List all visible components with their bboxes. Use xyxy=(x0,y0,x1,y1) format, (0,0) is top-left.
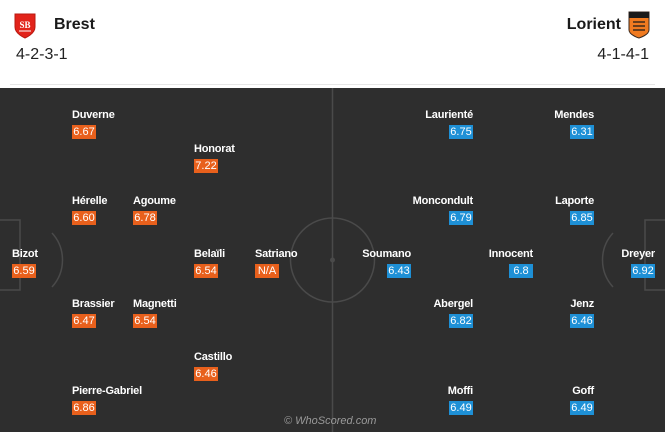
player-rating: 6.86 xyxy=(72,401,96,415)
away-player-dreyer[interactable]: Dreyer 6.92 xyxy=(565,248,655,288)
player-rating: 6.46 xyxy=(194,367,218,381)
away-player-jenz[interactable]: Jenz 6.46 xyxy=(504,298,594,338)
player-name: Goff xyxy=(572,385,594,397)
home-player-belaili[interactable]: Belaïli 6.54 xyxy=(194,248,284,288)
pitch: Duverne 6.67 Honorat 7.22 Hérelle 6.60 A… xyxy=(0,88,665,432)
home-player-pierre-gabriel[interactable]: Pierre-Gabriel 6.86 xyxy=(72,385,162,425)
home-player-castillo[interactable]: Castillo 6.46 xyxy=(194,351,284,391)
player-name: Castillo xyxy=(194,351,233,363)
match-header: SB Brest 4-2-3-1 Lorient 4-1-4-1 xyxy=(0,0,665,88)
player-rating: 6.49 xyxy=(570,401,594,415)
home-player-magnetti[interactable]: Magnetti 6.54 xyxy=(133,298,223,338)
player-rating: 6.82 xyxy=(449,314,473,328)
player-name: Hérelle xyxy=(72,195,108,207)
player-name: Duverne xyxy=(72,109,115,121)
home-player-agoume[interactable]: Agoume 6.78 xyxy=(133,195,223,235)
player-rating: 6.49 xyxy=(449,401,473,415)
player-name: Mendes xyxy=(554,109,594,121)
whoscored-watermark: © WhoScored.com xyxy=(284,415,377,427)
player-name: Moffi xyxy=(447,385,473,397)
player-rating: 6.85 xyxy=(570,211,594,225)
player-name: Belaïli xyxy=(194,248,226,260)
player-name: Pierre-Gabriel xyxy=(72,385,142,397)
player-name: Soumano xyxy=(362,248,411,260)
away-player-innocent[interactable]: Innocent 6.8 xyxy=(443,248,533,288)
home-player-honorat[interactable]: Honorat 7.22 xyxy=(194,143,284,183)
away-player-laporte[interactable]: Laporte 6.85 xyxy=(504,195,594,235)
home-player-herelle[interactable]: Hérelle 6.60 xyxy=(72,195,162,235)
brest-crest-icon: SB xyxy=(13,12,37,45)
player-rating: 6.46 xyxy=(570,314,594,328)
player-rating: 6.67 xyxy=(72,125,96,139)
away-player-moncondult[interactable]: Moncondult 6.79 xyxy=(383,195,473,235)
player-name: Honorat xyxy=(194,143,235,155)
player-rating: 6.43 xyxy=(387,264,411,278)
home-player-satriano[interactable]: Satriano N/A xyxy=(255,248,345,288)
player-rating: 6.8 xyxy=(509,264,533,278)
away-player-moffi[interactable]: Moffi 6.49 xyxy=(383,385,473,425)
player-rating: 6.75 xyxy=(449,125,473,139)
away-formation: 4-1-4-1 xyxy=(597,46,649,63)
player-name: Agoume xyxy=(133,195,176,207)
player-rating: 6.60 xyxy=(72,211,96,225)
home-team-name[interactable]: Brest xyxy=(54,16,95,33)
away-player-lauriente[interactable]: Laurienté 6.75 xyxy=(383,109,473,149)
player-rating: 6.54 xyxy=(133,314,157,328)
player-rating: 6.59 xyxy=(12,264,36,278)
player-name: Dreyer xyxy=(621,248,655,260)
header-divider xyxy=(10,84,655,85)
player-rating: 6.78 xyxy=(133,211,157,225)
away-team-name[interactable]: Lorient xyxy=(566,16,621,33)
player-name: Magnetti xyxy=(133,298,177,310)
player-rating: 6.54 xyxy=(194,264,218,278)
player-name: Brassier xyxy=(72,298,115,310)
player-name: Laurienté xyxy=(425,109,473,121)
player-name: Laporte xyxy=(555,195,594,207)
player-rating: 6.47 xyxy=(72,314,96,328)
player-name: Jenz xyxy=(570,298,594,310)
player-rating: 6.92 xyxy=(631,264,655,278)
home-formation: 4-2-3-1 xyxy=(16,46,68,63)
player-rating: 6.31 xyxy=(570,125,594,139)
player-name: Moncondult xyxy=(412,195,474,207)
away-player-soumano[interactable]: Soumano 6.43 xyxy=(321,248,411,288)
svg-text:SB: SB xyxy=(19,20,30,30)
away-player-goff[interactable]: Goff 6.49 xyxy=(504,385,594,425)
away-player-mendes[interactable]: Mendes 6.31 xyxy=(504,109,594,149)
player-rating: 6.79 xyxy=(449,211,473,225)
player-name: Innocent xyxy=(488,248,533,260)
home-player-brassier[interactable]: Brassier 6.47 xyxy=(72,298,162,338)
pitch-markings xyxy=(0,88,665,432)
player-name: Abergel xyxy=(433,298,473,310)
away-player-abergel[interactable]: Abergel 6.82 xyxy=(383,298,473,338)
player-rating: 7.22 xyxy=(194,159,218,173)
home-player-bizot[interactable]: Bizot 6.59 xyxy=(12,248,102,288)
home-player-duverne[interactable]: Duverne 6.67 xyxy=(72,109,162,149)
player-name: Bizot xyxy=(12,248,38,260)
lorient-crest-icon xyxy=(627,10,651,45)
player-rating: N/A xyxy=(255,264,279,278)
player-name: Satriano xyxy=(255,248,298,260)
